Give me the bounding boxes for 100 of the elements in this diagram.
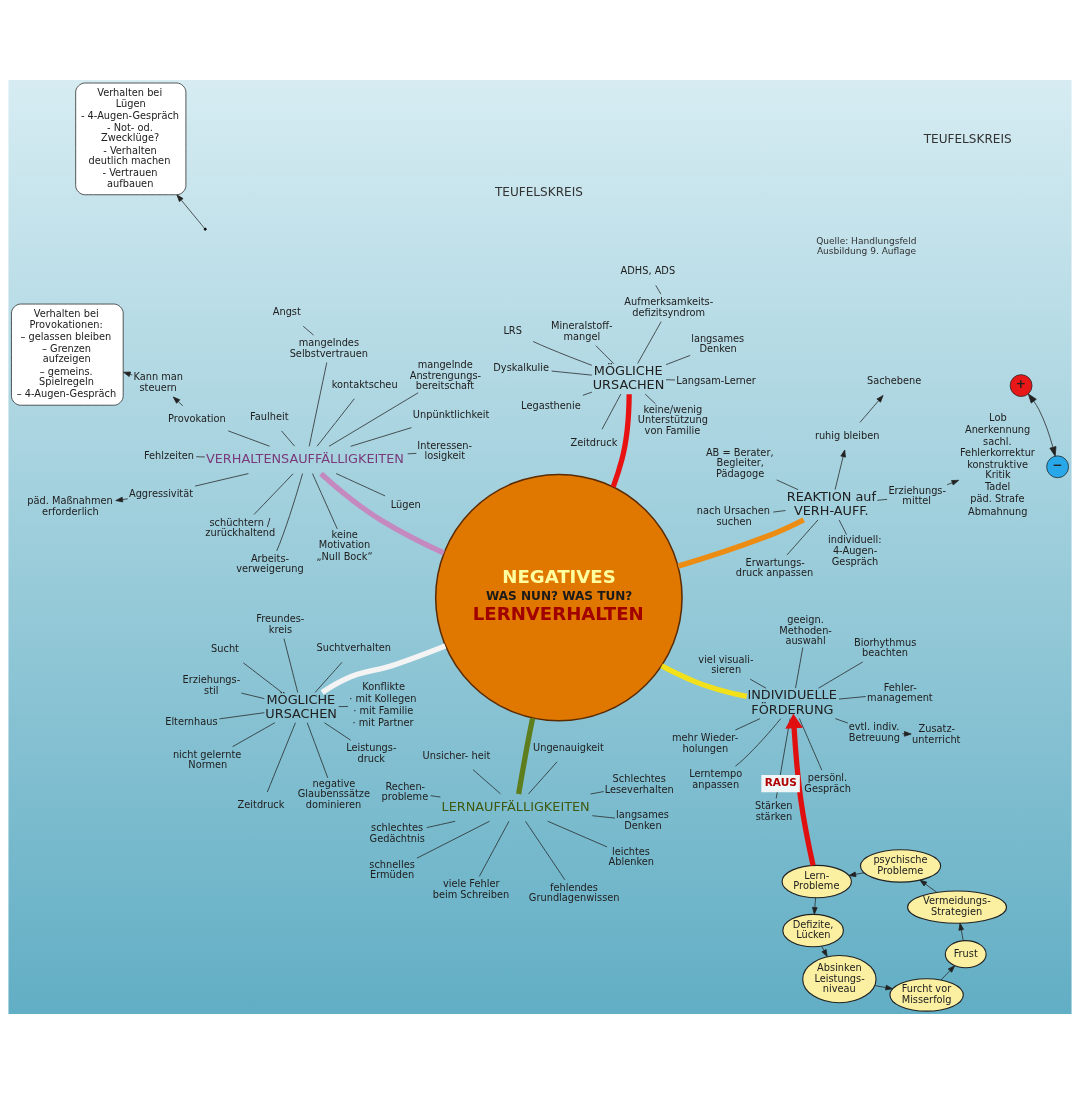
node-text: VERHALTENSAUFFÄLLIGKEITEN (205, 450, 404, 466)
connector (582, 391, 593, 396)
node-ellipse: psychische Probleme (859, 848, 942, 883)
node-ellipse: Furcht vor Misserfolg (889, 977, 964, 1012)
node-text: MÖGLICHE URSACHEN (265, 691, 337, 721)
connector (590, 790, 605, 794)
node-ellipse: Absinken Leistungs- niveau (802, 954, 877, 1003)
node-text: langsames Denken (691, 332, 745, 354)
arrow (176, 193, 205, 229)
arrow (919, 879, 938, 893)
connector (665, 378, 676, 380)
node-text: Erziehungs- stil (182, 673, 241, 696)
node-text: keine/wenig Unterstützung von Familie (637, 403, 708, 436)
node-text: INDIVIDUELLE FÖRDERUNG (747, 686, 837, 717)
node-text: mangelnde Anstrengungs- bereitschaft (409, 358, 482, 391)
node-text: Mineralstoff- mangel (551, 319, 613, 342)
node-ellipse: Frust (944, 939, 987, 968)
connector (478, 820, 510, 877)
node-text: schnelles Ermüden (369, 858, 415, 880)
node-circle: − (1046, 455, 1069, 478)
node-text: Konflikte · mit Kollegen · mit Familie · mit Partner (349, 680, 417, 728)
node-text: Sucht (211, 642, 239, 654)
connector (253, 472, 294, 515)
arrow (859, 394, 884, 423)
connector (776, 479, 799, 490)
node-text: schlechtes Gedächtnis (369, 821, 425, 844)
node-text: negative Glaubenssätze dominieren (297, 777, 371, 810)
label: TEUFELSKREIS (494, 184, 583, 199)
connector (227, 430, 270, 447)
connector (818, 661, 864, 689)
connector (595, 344, 615, 364)
node-text: individuell: 4-Augen- Gespräch (827, 533, 882, 567)
node-text: Unsicher- heit (422, 749, 491, 761)
connector (472, 768, 501, 794)
connector (525, 820, 566, 880)
connector (195, 455, 206, 457)
connector (516, 717, 536, 794)
connector (786, 519, 819, 555)
node-text: Fehler- management (867, 681, 933, 703)
connector (532, 340, 593, 366)
connector (601, 393, 622, 430)
connector (835, 717, 849, 723)
connector (665, 354, 691, 365)
arrow (958, 922, 964, 941)
node-circle: + (1009, 373, 1033, 397)
node-text: Fehlzeiten (143, 449, 195, 461)
node-box: Verhalten bei Lügen - 4-Augen-Gespräch - Not- od. Zwecklüge? - Verhalten deutlich machen - Vertrauen aufbauen (75, 82, 187, 195)
connector (749, 678, 767, 689)
node-text: mehr Wieder- holungen (671, 731, 739, 754)
node-text: kontaktscheu (331, 378, 398, 390)
node-text: Arbeits- verweigerung (236, 552, 304, 574)
arrow (940, 964, 956, 980)
connector (306, 721, 329, 778)
node-text: nach Ursachen suchen (696, 504, 770, 527)
connector (637, 320, 662, 364)
node-text: Unpünktlichkeit (412, 408, 490, 420)
connector (328, 391, 419, 447)
connector (838, 695, 867, 699)
node-ellipse: Lern- Probleme (781, 864, 852, 898)
node-text: mangelndes Selbstvertrauen (289, 336, 368, 359)
arrow (902, 730, 912, 737)
connector (319, 471, 445, 555)
node-text: Lügen (390, 498, 421, 510)
node-text: REAKTION auf VERH-AUFF. (786, 488, 876, 518)
connector (335, 472, 386, 496)
connector (799, 717, 823, 770)
connector (276, 472, 303, 551)
arrow (812, 896, 818, 915)
connector (194, 472, 249, 486)
node-text: Kann man steuern (133, 370, 184, 393)
arrow (946, 479, 960, 485)
node-text: fehlendes Grundlagenwissen (528, 881, 620, 903)
arrow (821, 945, 828, 957)
node-text: LRS (503, 324, 522, 336)
connector (795, 646, 804, 688)
connector (677, 517, 805, 569)
label: Quelle: Handlungsfeld Ausbildung 9. Auflage (816, 235, 917, 256)
node-text: AB = Berater, Begleiter, Pädagoge (705, 446, 774, 479)
node-text: Dyskalkulie (493, 361, 550, 373)
connector (283, 637, 299, 693)
connector (876, 498, 888, 501)
node-text: viel visuali- sieren (698, 653, 754, 675)
arrow (115, 496, 129, 502)
connector (302, 325, 314, 335)
node-text: Lob Anerkennung sachl. Fehlerkorrektur konstruktive Kritik Tadel päd. Strafe Abmahnung (960, 411, 1035, 517)
connector (266, 721, 296, 792)
connector (350, 426, 412, 447)
connector (610, 393, 632, 488)
node-ellipse: Vermeidungs- Strategien (907, 889, 1008, 924)
node-text: Zeitdruck (237, 798, 285, 810)
connector (655, 284, 662, 295)
arrow (172, 396, 184, 406)
node-text: Langsam-Lerner (676, 374, 756, 386)
node-text: Schlechtes Leseverhalten (604, 772, 674, 795)
connector (430, 794, 441, 797)
node-text: viele Fehler beim Schreiben (432, 877, 510, 900)
connector (219, 711, 265, 719)
node-text: Aufmerksamkeits- defizitsyndrom (624, 295, 714, 318)
arrow (785, 713, 816, 866)
node-text: MÖGLICHE URSACHEN (592, 362, 665, 392)
